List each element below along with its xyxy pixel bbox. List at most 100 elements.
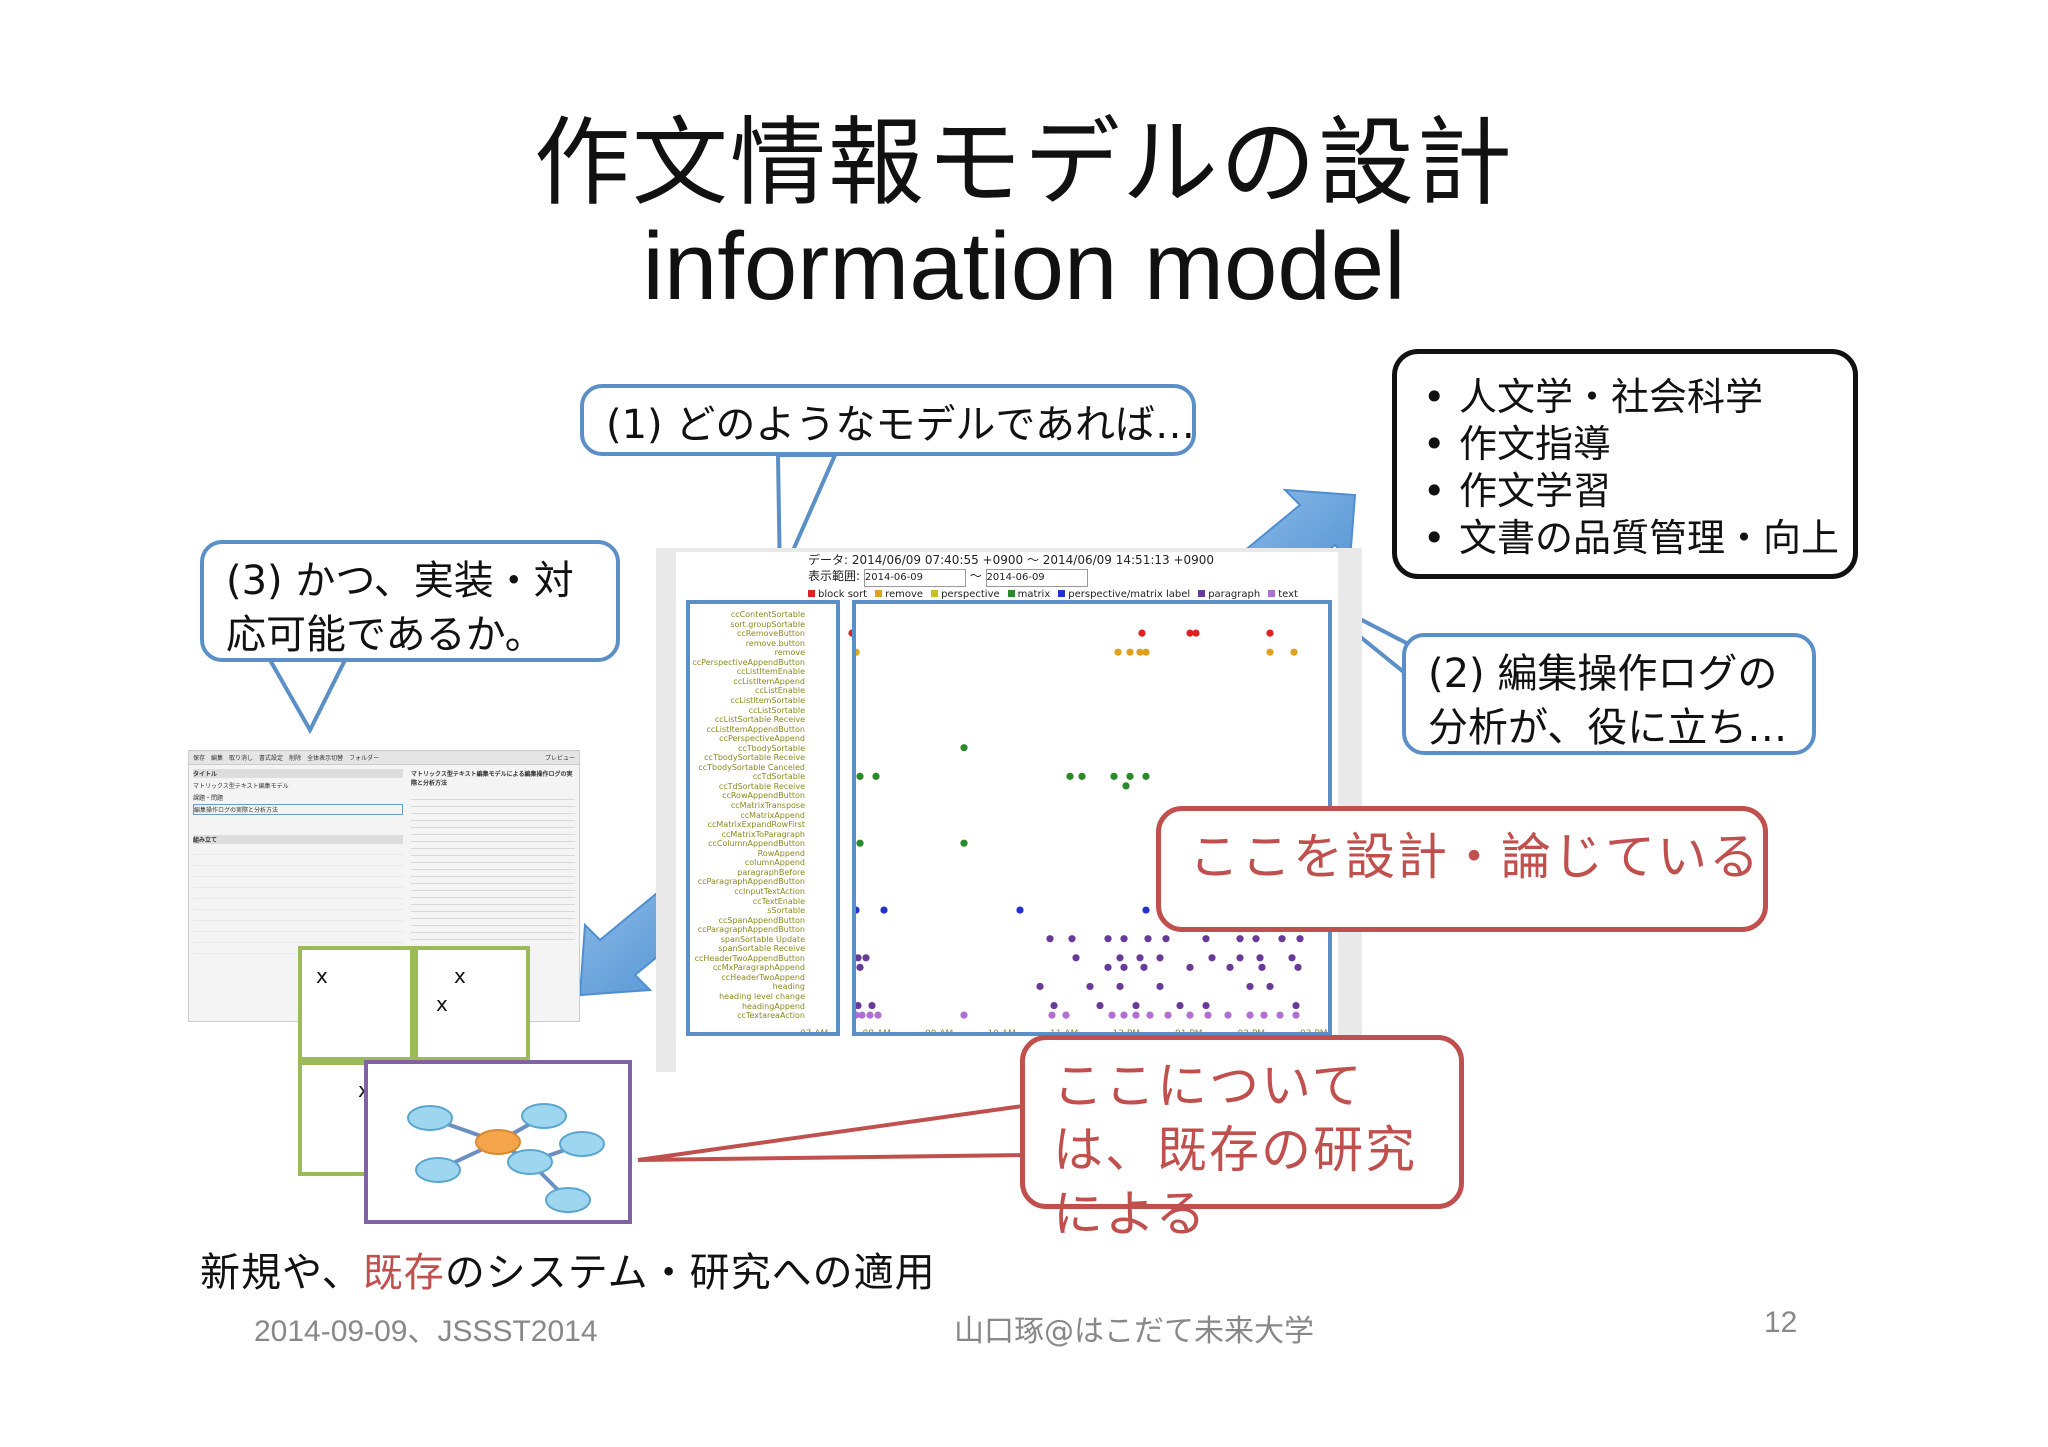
log-row-label: ccTbodySortable — [738, 743, 805, 753]
editor-compose-table — [193, 844, 403, 954]
legend-entry[interactable]: remove — [875, 589, 923, 600]
toolbar-format[interactable]: 書式設定 — [259, 755, 284, 762]
toolbar-delete[interactable]: 削除 — [289, 755, 302, 762]
log-row-label: ccListItemEnable — [736, 667, 805, 677]
log-row-label: ccTdSortable — [752, 772, 805, 782]
log-row-label: ccTextareaAction — [737, 1011, 805, 1021]
mindmap-node — [521, 1103, 567, 1129]
legend-label: perspective — [941, 589, 1000, 600]
display-range-sep: 〜 — [969, 569, 982, 583]
legend-swatch — [931, 590, 939, 597]
log-data-range: データ: 2014/06/09 07:40:55 +0900 〜 2014/06… — [808, 553, 1215, 567]
display-range-from-input[interactable]: 2014-06-09 — [863, 569, 966, 587]
matrix-cell — [298, 946, 414, 1061]
legend-swatch — [875, 590, 883, 597]
slide-title-ja: 作文情報モデルの設計 — [534, 107, 1514, 219]
slide-title-en: information model — [642, 213, 1406, 320]
legend-label: remove — [885, 589, 924, 600]
legend-entry[interactable]: block sort — [808, 589, 867, 600]
footer-date-event: 2014-09-09、JSSST2014 — [254, 1315, 598, 1348]
editor-compose-label: 組み立て — [193, 835, 403, 844]
log-row-label: ccTbodySortable Receive — [704, 753, 805, 763]
mindmap-node — [559, 1131, 605, 1157]
log-row-label: heading — [772, 982, 805, 992]
callout-question-2: (2) 編集操作ログの分析が、役に立ち… — [1402, 633, 1816, 755]
log-row-label: ccInputTextAction — [734, 886, 805, 896]
log-row-label: heading level change — [719, 992, 805, 1001]
mindmap-node — [507, 1149, 553, 1175]
log-row-label: ccParagraphAppendButton — [697, 925, 805, 935]
log-row-label: spanSortable Update — [720, 934, 805, 944]
log-row-label: ccParagraphAppendButton — [697, 877, 805, 887]
log-row-label: ccMatrixTranspose — [730, 801, 805, 810]
application-fields-list: 人文学・社会科学 作文指導 作文学習 文書の品質管理・向上 — [1423, 374, 1853, 562]
mindmap-node — [415, 1157, 461, 1183]
callout3-tail — [266, 658, 349, 735]
log-row-label: ccSpanAppendButton — [718, 915, 805, 925]
display-range-label: 表示範囲: — [808, 569, 861, 583]
toolbar-edit[interactable]: 編集 — [211, 755, 224, 762]
log-row-label: ccListSortable — [748, 705, 805, 715]
editor-heading: マトリックス型テキスト編集モデルによる編集操作ログの実際と分析方法 — [411, 771, 573, 787]
legend-label: perspective/matrix label — [1068, 589, 1191, 600]
application-field-item: 文書の品質管理・向上 — [1423, 515, 1853, 562]
matrix-x-mark: x — [454, 964, 466, 988]
log-row-label: ccMatrixExpandRowFirst — [707, 820, 805, 830]
legend-swatch — [1058, 590, 1066, 597]
matrix-cell — [414, 946, 530, 1061]
legend-entry[interactable]: paragraph — [1198, 589, 1260, 600]
callout-question-3-text: (3) かつ、実装・対応可能であるか。 — [226, 558, 574, 658]
log-row-label: ccPerspectiveAppend — [719, 734, 805, 744]
log-row-label: ccTdSortable Receive — [718, 781, 805, 791]
existing-research-text: ここについては、既存の研究による — [1053, 1057, 1417, 1243]
log-row-label: ccColumnAppendButton — [708, 839, 805, 849]
callout-question-1: (1) どのようなモデルであれば… — [580, 384, 1196, 456]
log-row-label: remove — [774, 648, 805, 658]
toolbar-undo[interactable]: 取り消し — [229, 755, 254, 762]
log-row-label: paragraphBefore — [737, 867, 805, 877]
existing-research-callout: ここについては、既存の研究による — [1020, 1035, 1464, 1243]
legend-entry[interactable]: text — [1268, 589, 1298, 600]
legend-swatch — [808, 590, 815, 597]
callout-question-2-text: (2) 編集操作ログの分析が、役に立ち… — [1428, 651, 1788, 751]
design-focus-text: ここを設計・論じている — [1189, 828, 1761, 886]
log-row-label: ccHeaderTwoAppend — [721, 972, 805, 982]
matrix-x-mark: x — [358, 1078, 370, 1102]
editor-title-label: タイトル — [193, 769, 403, 778]
editor-subject-label: 課題・問題 — [193, 795, 224, 802]
toolbar-save[interactable]: 保存 — [193, 755, 206, 762]
legend-entry[interactable]: matrix — [1007, 589, 1050, 600]
mindmap-diagram — [407, 1103, 605, 1213]
log-row-label: ccMxParagraphAppend — [712, 963, 805, 973]
page-number: 12 — [1764, 1306, 1798, 1339]
editor-right-pane: マトリックス型テキスト編集モデルによる編集操作ログの実際と分析方法 — [407, 765, 579, 958]
toolbar-toggle-view[interactable]: 全体表示切替 — [307, 755, 344, 762]
log-row-label: columnAppend — [744, 858, 805, 868]
legend-label: text — [1278, 589, 1298, 600]
log-row-label: ccMatrixAppend — [740, 810, 805, 820]
log-row-label: ccListEnable — [754, 686, 805, 696]
legend-swatch — [1007, 590, 1015, 597]
matrix-x-mark: x — [436, 992, 448, 1016]
mindmap-center-node — [475, 1129, 521, 1155]
callout-question-3: (3) かつ、実装・対応可能であるか。 — [200, 540, 620, 662]
log-row-label: ccListItemSortable — [730, 695, 805, 705]
callout-question-1-text: (1) どのようなモデルであれば… — [606, 402, 1195, 448]
editor-title-value[interactable]: マトリックス型テキスト編集モデル — [193, 783, 289, 790]
log-row-label: ccTextEnable — [752, 896, 805, 906]
log-row-label: ccRemoveButton — [736, 629, 805, 639]
log-row-label: ccTbodySortable Canceled — [698, 762, 805, 772]
legend-label: paragraph — [1208, 589, 1261, 600]
log-row-label: ccPerspectiveAppendButton — [692, 657, 805, 667]
application-field-item: 人文学・社会科学 — [1423, 374, 1853, 421]
editor-body: タイトル マトリックス型テキスト編集モデル 課題・問題 編集操作ログの実際と分析… — [189, 765, 579, 958]
legend-entry[interactable]: perspective/matrix label — [1058, 589, 1190, 600]
display-range-to-input[interactable]: 2014-06-09 — [985, 569, 1088, 587]
editor-subject-value[interactable]: 編集操作ログの実際と分析方法 — [193, 804, 403, 815]
toolbar-preview[interactable]: プレビュー — [544, 755, 575, 762]
toolbar-folder[interactable]: フォルダー — [349, 755, 380, 762]
editor-left-pane: タイトル マトリックス型テキスト編集モデル 課題・問題 編集操作ログの実際と分析… — [189, 765, 407, 958]
row-labels-highlight — [686, 600, 840, 1036]
legend-entry[interactable]: perspective — [931, 589, 1000, 600]
log-row-label: RowAppend — [757, 848, 805, 858]
